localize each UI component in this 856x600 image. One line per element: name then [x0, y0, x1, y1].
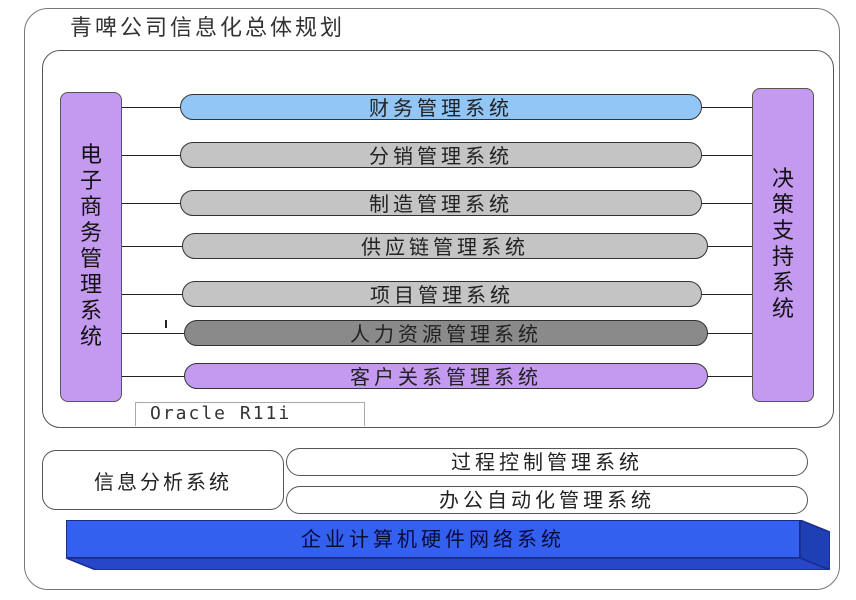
bar-char: 子 [79, 169, 102, 194]
connector-line [706, 376, 754, 377]
connector-line [120, 203, 182, 204]
connector-line [120, 294, 184, 295]
bar-char: 系 [79, 299, 102, 324]
outer-frame [24, 8, 840, 590]
connector-line [120, 155, 182, 156]
bar-char: 统 [771, 297, 794, 322]
connector-line [120, 246, 184, 247]
bar-char: 决 [771, 167, 794, 192]
oracle-label: Oracle R11i [135, 402, 365, 426]
bar-char: 支 [771, 219, 794, 244]
connector-line [706, 246, 754, 247]
hardware-3d-edge [66, 520, 830, 570]
connector-line [700, 107, 754, 108]
bar-char: 系 [771, 271, 794, 296]
project-system: 项目管理系统 [182, 281, 702, 307]
connector-line [120, 376, 186, 377]
hardware-network-block: 企业计算机硬件网络系统 [66, 520, 830, 570]
bar-char: 管 [79, 247, 102, 272]
diagram-title: 青啤公司信息化总体规划 [70, 16, 346, 41]
bar-char: 持 [771, 245, 794, 270]
hr-system: 人力资源管理系统 [184, 320, 708, 346]
connector-line [706, 333, 754, 334]
bar-char: 商 [79, 195, 102, 220]
decision-support-bar: 决 策 支 持 系 统 [752, 88, 814, 402]
ecommerce-system-bar: 电 子 商 务 管 理 系 统 [60, 92, 122, 402]
tick-mark [165, 320, 167, 328]
crm-system: 客户关系管理系统 [184, 363, 708, 389]
office-automation-system: 办公自动化管理系统 [286, 486, 808, 514]
supply-chain-system: 供应链管理系统 [182, 233, 708, 259]
connector-line [700, 203, 754, 204]
hardware-network-system: 企业计算机硬件网络系统 [66, 520, 800, 558]
bar-char: 电 [79, 143, 102, 168]
manufacturing-system: 制造管理系统 [180, 190, 702, 216]
connector-line [120, 107, 182, 108]
bar-char: 理 [79, 273, 102, 298]
bar-char: 策 [771, 193, 794, 218]
process-control-system: 过程控制管理系统 [286, 448, 808, 476]
finance-system: 财务管理系统 [180, 94, 702, 120]
connector-line [700, 155, 754, 156]
distribution-system: 分销管理系统 [180, 142, 702, 168]
oracle-r11i-frame [42, 50, 834, 428]
bar-char: 统 [79, 325, 102, 350]
bar-char: 务 [79, 221, 102, 246]
connector-line [120, 333, 184, 334]
info-analysis-system: 信息分析系统 [42, 450, 284, 510]
connector-line [700, 294, 754, 295]
